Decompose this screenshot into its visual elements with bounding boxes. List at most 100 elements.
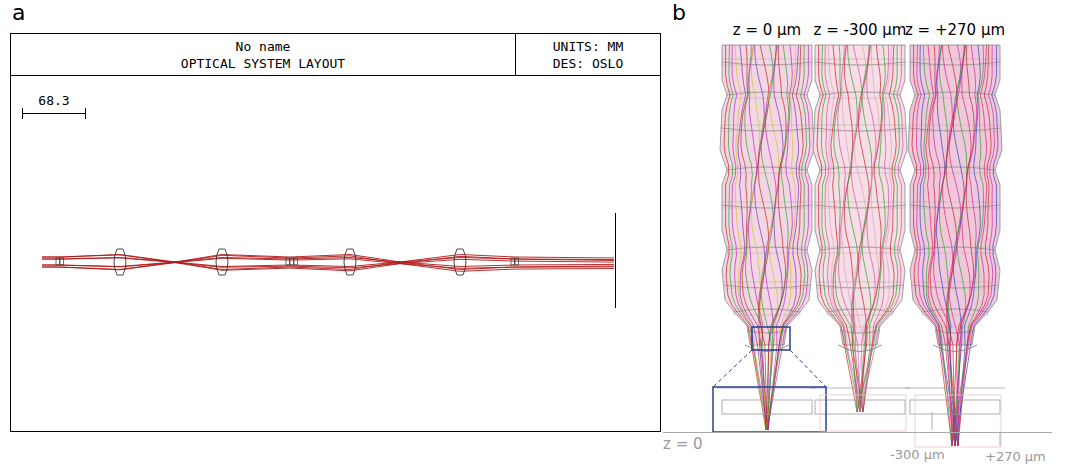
traced-ray	[863, 45, 896, 412]
lens-group	[56, 258, 60, 265]
cover-glass	[815, 400, 905, 414]
traced-ray	[768, 45, 803, 430]
lens-surface	[915, 92, 995, 95]
offset-label: -300 µm	[890, 448, 945, 462]
zoom-leader	[790, 350, 826, 387]
title-block-text: UNITS: MM	[553, 38, 623, 55]
traced-ray	[825, 45, 863, 412]
lens-mount	[915, 92, 995, 98]
column-heading: z = 0 µm	[733, 22, 801, 39]
layout-rays	[42, 249, 614, 275]
traced-ray	[952, 45, 995, 446]
lens-mount	[820, 92, 900, 98]
traced-ray	[955, 45, 977, 446]
panel-letter: a	[12, 1, 25, 25]
lens-surface	[814, 128, 906, 131]
traced-ray	[767, 45, 779, 430]
ray-line	[42, 258, 614, 268]
lens-mount	[820, 167, 900, 173]
lens-group	[290, 258, 294, 265]
panel-letter: b	[672, 1, 686, 25]
traced-ray	[749, 45, 767, 430]
inset-frame	[915, 395, 1001, 447]
ray-line	[42, 258, 614, 268]
lens-surface	[820, 167, 900, 170]
title-block-text: No name	[236, 38, 291, 55]
lens-mount	[814, 125, 906, 131]
lens-mount	[727, 92, 807, 98]
lens-surface	[727, 167, 807, 170]
traced-ray	[728, 45, 767, 430]
inset-frame	[820, 395, 906, 431]
traced-ray	[766, 45, 796, 430]
lens-element	[344, 249, 356, 275]
lens-surface	[721, 128, 813, 131]
traced-ray	[916, 45, 955, 446]
zoom-box	[752, 327, 790, 350]
lens-mount	[909, 125, 1001, 131]
image-plane	[615, 213, 616, 308]
lens-surface	[722, 205, 812, 208]
traced-ray	[937, 45, 955, 446]
column-heading: z = +270 µm	[905, 22, 1005, 39]
lens-surface	[915, 167, 995, 170]
traced-ray	[758, 45, 769, 430]
lens-group	[286, 258, 290, 265]
column-heading: z = -300 µm	[814, 22, 907, 39]
lens-element	[454, 249, 466, 275]
traced-ray	[724, 45, 766, 430]
title-block-text: DES: OSLO	[553, 55, 623, 72]
traced-ray	[732, 45, 768, 430]
traced-ray	[929, 45, 958, 446]
ray-line	[42, 255, 614, 271]
lens-surface	[910, 62, 1000, 65]
lens-group	[60, 258, 64, 265]
traced-ray	[741, 45, 768, 430]
lens-mount	[721, 125, 813, 131]
traced-ray	[955, 45, 998, 446]
axis-label: z = 0	[663, 436, 703, 453]
traced-ray	[952, 45, 984, 446]
z-zero-line	[663, 432, 1052, 433]
lens-group	[511, 258, 515, 265]
cover-glass	[722, 400, 812, 414]
traced-ray	[738, 45, 767, 430]
traced-ray	[857, 45, 900, 412]
front-lens	[838, 345, 882, 352]
traced-ray	[834, 45, 863, 412]
scale-bar	[22, 108, 86, 119]
offset-label: +270 µm	[985, 450, 1046, 464]
lens-group	[294, 258, 298, 265]
ray-line	[42, 255, 614, 271]
scale-value: 68.3	[38, 94, 69, 108]
traced-ray	[735, 45, 766, 430]
offset-marker	[932, 412, 933, 430]
traced-ray	[767, 45, 799, 430]
lens-group	[515, 258, 519, 265]
traced-ray	[857, 45, 879, 412]
traced-ray	[958, 45, 991, 446]
traced-ray	[943, 45, 953, 446]
lens-element	[114, 249, 126, 275]
traced-ray	[842, 45, 860, 412]
lens-element	[216, 249, 228, 275]
lens-mount	[915, 167, 995, 173]
zoom-inset	[713, 387, 826, 432]
traced-ray	[926, 45, 955, 446]
traced-ray	[955, 45, 987, 446]
immersion-line	[905, 388, 1005, 389]
traced-ray	[766, 45, 807, 430]
offset-marker	[1000, 433, 1001, 446]
traced-ray	[848, 45, 858, 412]
traced-ray	[952, 45, 974, 446]
traced-ray	[745, 45, 766, 430]
objective-raytrace	[713, 45, 1005, 447]
traced-ray	[768, 45, 792, 430]
lens-surface	[727, 92, 807, 95]
traced-ray	[933, 45, 952, 446]
zoom-leader	[713, 350, 752, 387]
lens-surface	[722, 62, 812, 65]
lens-surface	[909, 128, 1001, 131]
lens-surface	[910, 205, 1000, 208]
panel-frame	[11, 34, 661, 432]
